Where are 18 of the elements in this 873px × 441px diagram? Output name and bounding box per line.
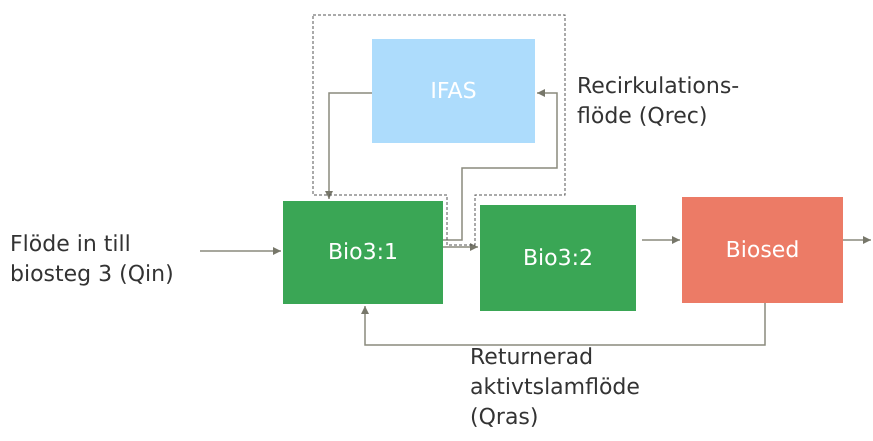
box-label: IFAS	[430, 78, 477, 104]
arrow	[200, 247, 281, 255]
arrow	[361, 303, 766, 346]
arrow	[325, 92, 372, 199]
process-box	[480, 205, 636, 311]
edge-label: Recirkulations- flöde (Qrec)	[577, 73, 740, 131]
arrow	[443, 89, 558, 241]
inflow-label: Flöde in till biosteg 3 (Qin)	[10, 231, 175, 289]
process-box	[682, 197, 843, 303]
process-box	[283, 201, 443, 304]
arrow	[843, 236, 871, 244]
box-label: Bio3:2	[522, 246, 594, 270]
arrow	[443, 243, 478, 251]
box-label: Bio3:1	[328, 240, 398, 265]
box-label: Biosed	[726, 238, 800, 262]
edge-label: Returnerad aktivtslamflöde (Qras)	[470, 344, 641, 432]
arrow	[642, 236, 680, 244]
process-box	[372, 39, 535, 143]
